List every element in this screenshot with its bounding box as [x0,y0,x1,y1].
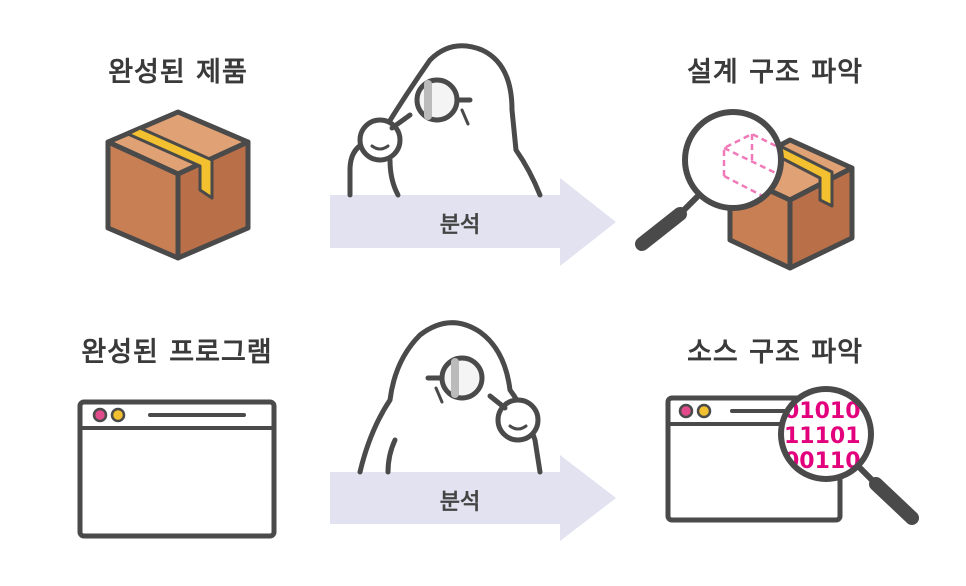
design-structure-label: 설계 구조 파악 [687,57,863,88]
magnifying-glass-icon-2: 01010 11101 00110 [778,386,919,525]
analyst-character-icon-2 [357,320,543,475]
source-structure-label: 소스 구조 파악 [687,337,863,368]
browser-window-icon [77,399,277,539]
analysis-arrow-1 [330,178,616,266]
completed-product-label: 완성된 제품 [108,57,248,88]
completed-program-label: 완성된 프로그램 [81,337,273,368]
analysis-label-1: 분석 [439,213,481,238]
analysis-arrow-2 [330,455,616,541]
binary-line-2: 11101 [784,424,861,449]
cardboard-box-icon [105,109,251,261]
analysis-label-2: 분석 [439,490,481,515]
analyst-character-icon-1 [347,43,543,198]
